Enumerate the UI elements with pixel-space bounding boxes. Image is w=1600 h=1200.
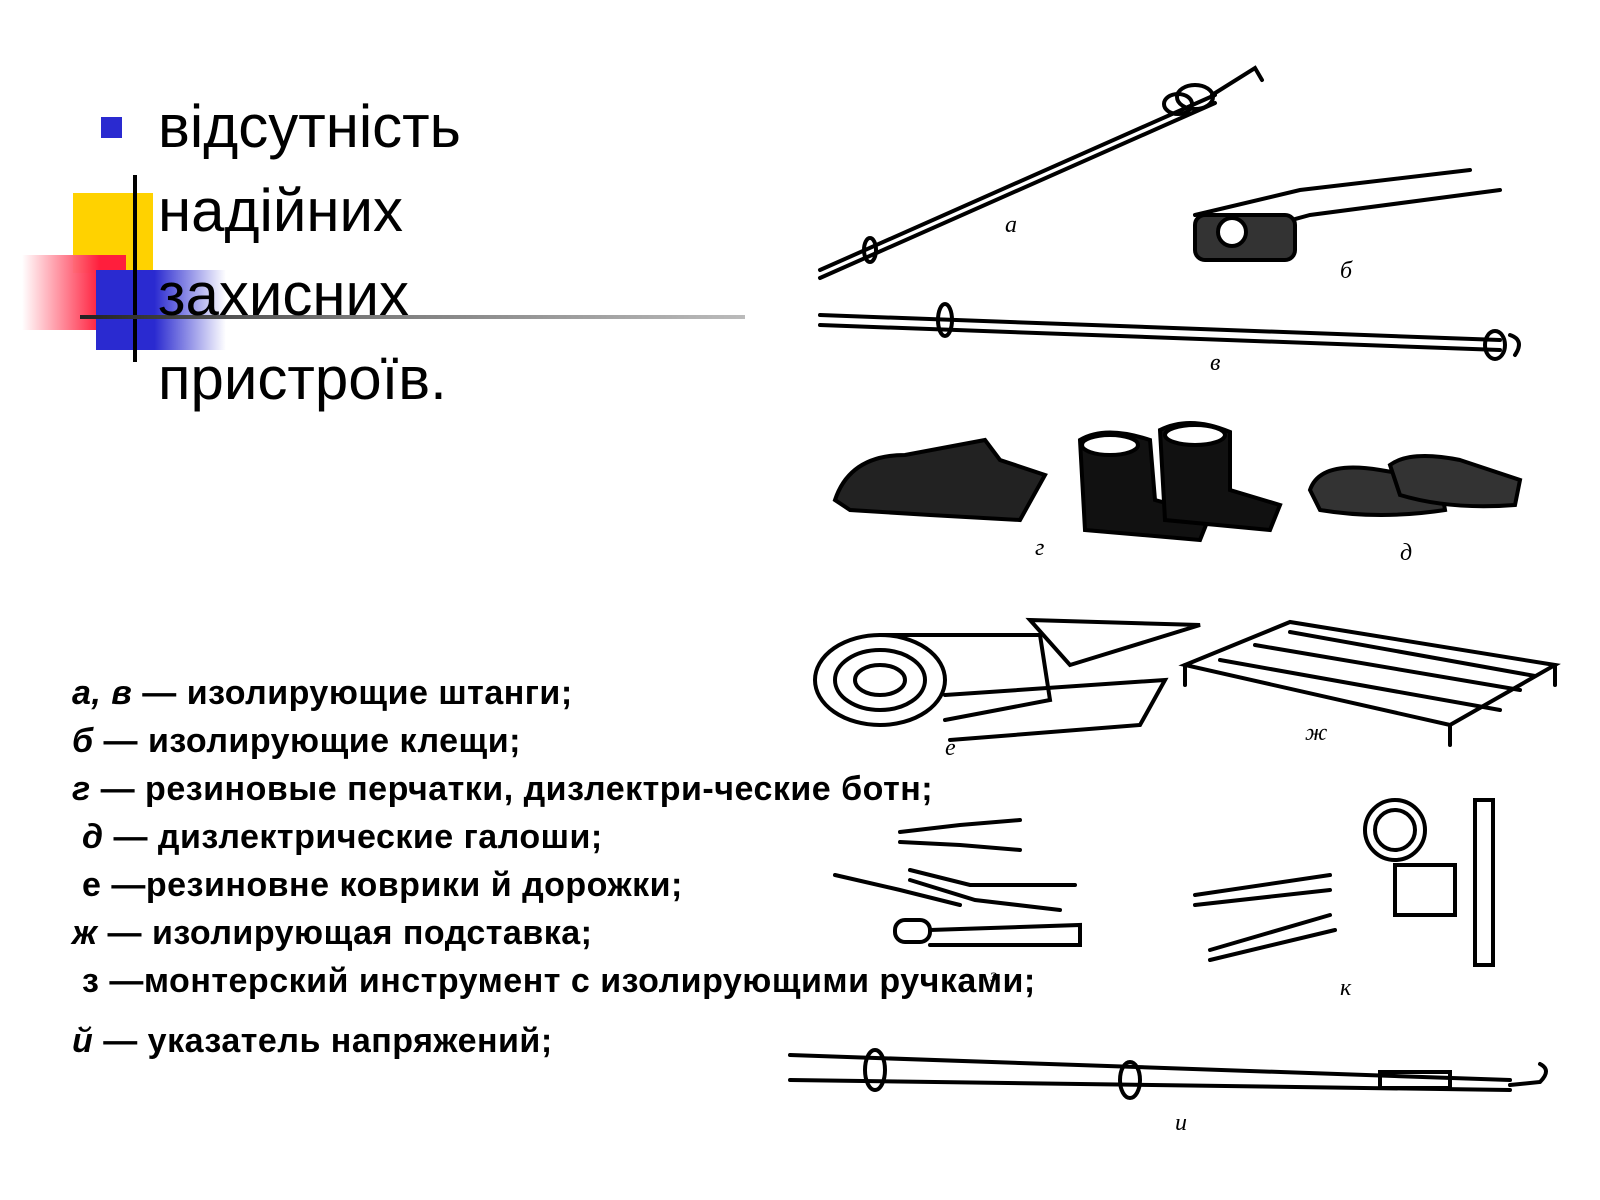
figure-rod-v bbox=[818, 302, 1521, 361]
figure-mat-e bbox=[813, 617, 1201, 742]
decor-blue-square bbox=[96, 270, 226, 350]
caption-line: е —резиновне коврики й дорожки; bbox=[82, 866, 683, 904]
figure-label-z: з bbox=[990, 965, 998, 985]
caption-line: б — изолирующие клещи; bbox=[72, 722, 521, 760]
slide-title: відсутність надійних захисних пристроїв. bbox=[158, 85, 718, 421]
figure-indicator-k bbox=[1193, 798, 1495, 967]
figure-tools-z bbox=[833, 818, 1082, 947]
title-line-1: відсутність bbox=[158, 93, 461, 160]
caption-line: ж — изолирующая подставка; bbox=[72, 914, 593, 952]
bullet-square-icon bbox=[101, 117, 122, 138]
figure-label-i: и bbox=[1175, 1110, 1187, 1136]
figure-gloves-g bbox=[832, 437, 1048, 523]
figure-label-b: б bbox=[1340, 258, 1353, 284]
caption-line: а, в — изолирующие штанги; bbox=[72, 674, 573, 712]
title-line-4: пристроїв. bbox=[158, 345, 447, 412]
figure-label-a: а bbox=[1005, 212, 1017, 238]
decor-horizontal-line bbox=[80, 315, 745, 319]
caption-line: д — дизлектрические галоши; bbox=[82, 818, 603, 856]
figure-rod-i bbox=[788, 1048, 1548, 1100]
caption-line: г — резиновыe перчатки, дизлектри-ческие… bbox=[72, 770, 934, 808]
figure-label-v: в bbox=[1210, 350, 1221, 376]
figure-rod-a bbox=[818, 65, 1264, 280]
decor-vertical-line bbox=[133, 175, 137, 362]
figure-label-zh: ж bbox=[1305, 720, 1328, 746]
figure-galoshes-d bbox=[1307, 454, 1523, 517]
figure-label-k: к bbox=[1340, 975, 1352, 1001]
figure-stand-zh bbox=[1178, 619, 1561, 747]
figure-label-d: д bbox=[1400, 540, 1413, 566]
figure-label-g: г bbox=[1035, 535, 1045, 561]
figure-clamp-b bbox=[1193, 168, 1502, 262]
title-line-2: надійних bbox=[158, 177, 404, 244]
title-line-3: захисних bbox=[158, 261, 410, 328]
figure-boots bbox=[1077, 420, 1283, 543]
figure-label-e: е bbox=[945, 735, 956, 761]
caption-line: з —монтерский инструмент с изолирующими … bbox=[82, 962, 1036, 1000]
caption-line: й — указатель напряжений; bbox=[72, 1022, 553, 1060]
